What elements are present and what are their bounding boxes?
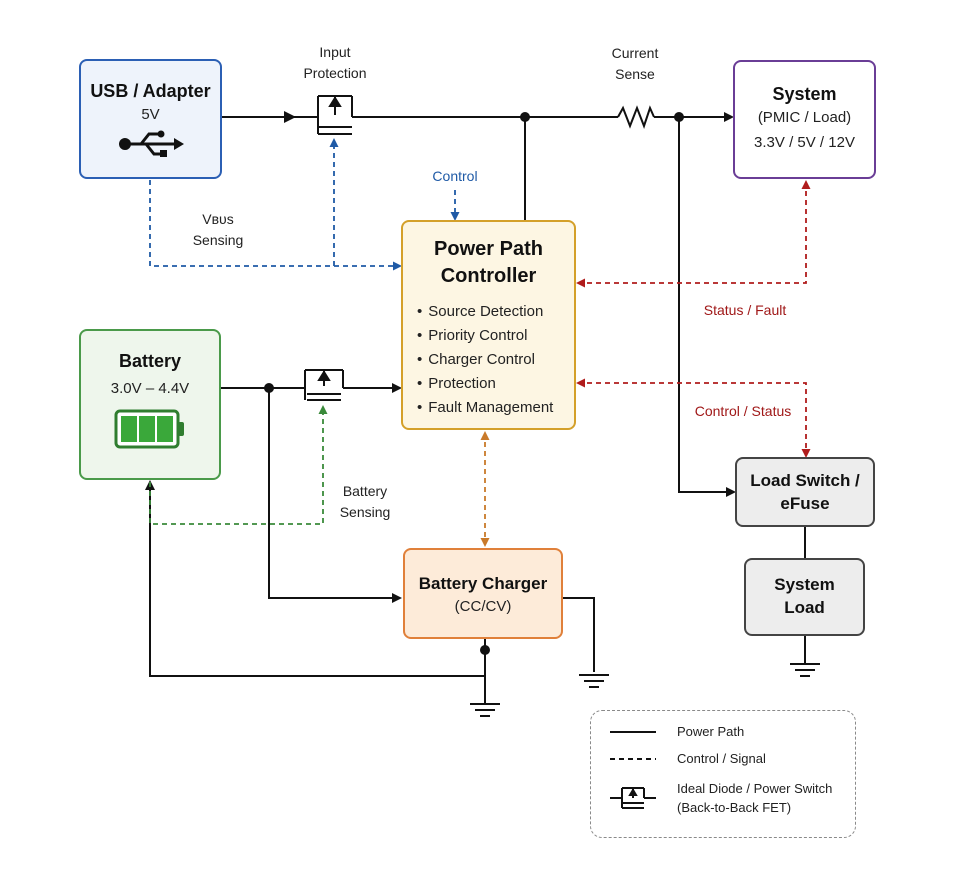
junction-node-battery: [264, 383, 274, 393]
junction-nodes: [264, 112, 684, 655]
legend-fet-icon: [610, 787, 656, 809]
legend-ideal-diode-label-line1: Ideal Diode / Power Switch: [677, 781, 833, 796]
feature-protection: Protection: [417, 372, 574, 396]
battery-icon: [114, 409, 184, 449]
wire-arrow-into-input-fet: [284, 111, 296, 123]
ground-symbol-charger: [470, 703, 500, 717]
battery-block: Battery 3.0V – 4.4V: [79, 329, 221, 480]
status-fault-label: Status / Fault: [703, 302, 787, 318]
battery-fet-icon: [304, 369, 344, 401]
battery-sensing-label-line2: Sensing: [339, 504, 391, 520]
usb-adapter-title: USB / Adapter: [90, 81, 211, 101]
system-title: System: [772, 84, 837, 104]
current-sense-label: Current Sense: [590, 43, 680, 85]
status-fault-line: [576, 180, 811, 288]
feature-charger-control: Charger Control: [417, 348, 574, 372]
vbus-sensing-label-line1: Vʙᴜs: [202, 211, 234, 227]
load-switch-efuse-block: Load Switch / eFuse: [735, 457, 875, 527]
wire-return-to-battery: [145, 480, 485, 677]
controller-feature-list: Source Detection Priority Control Charge…: [417, 300, 574, 420]
input-protection-label: Input Protection: [290, 42, 380, 84]
wire-charger-to-ground: [563, 597, 595, 672]
system-load-title-line2: Load: [784, 598, 825, 617]
vbus-sensing-line: [149, 180, 402, 271]
system-load-title-line1: System: [774, 575, 835, 594]
charger-title: Battery Charger: [418, 574, 548, 593]
feature-fault-management: Fault Management: [417, 396, 574, 420]
system-subtitle: (PMIC / Load): [757, 109, 852, 126]
control-status-label: Control / Status: [694, 403, 792, 419]
current-sense-label-line2: Sense: [615, 66, 655, 82]
legend-control-signal-label: Control / Signal: [677, 751, 766, 766]
ground-symbol-charger-right: [579, 674, 609, 688]
battery-title: Battery: [118, 351, 182, 371]
wire-node-to-charger: [268, 388, 402, 603]
ground-symbols: [470, 663, 820, 717]
input-protection-label-line1: Input: [319, 44, 351, 60]
legend-symbols: [610, 731, 656, 809]
battery-voltage: 3.0V – 4.4V: [110, 380, 190, 397]
current-sense-label-line1: Current: [611, 45, 659, 61]
input-protection-label-line2: Protection: [303, 65, 367, 81]
battery-charger-block: Battery Charger (CC/CV): [403, 548, 563, 639]
controller-title-line1: Power Path: [434, 238, 543, 260]
input-fet-icon: [300, 95, 353, 135]
control-status-line: [576, 378, 811, 458]
vbus-sensing-label: Vʙᴜs Sensing: [176, 209, 260, 251]
current-sense-resistor: [617, 105, 655, 129]
legend-power-path-label: Power Path: [677, 724, 745, 739]
legend: [590, 710, 856, 838]
power-path-controller-block: Power Path Controller Source Detection P…: [401, 220, 576, 430]
ground-symbol-system-load: [790, 663, 820, 677]
battery-sensing-label: Battery Sensing: [325, 481, 405, 523]
system-voltages: 3.3V / 5V / 12V: [754, 134, 855, 151]
usb-adapter-voltage: 5V: [141, 106, 160, 123]
load-switch-title-line2: eFuse: [780, 494, 830, 513]
junction-node-charger: [480, 645, 490, 655]
legend-ideal-diode-label-line2: (Back-to-Back FET): [677, 800, 792, 815]
junction-node-input: [520, 112, 530, 122]
charger-mode: (CC/CV): [454, 598, 512, 615]
usb-icon: [118, 130, 184, 157]
system-block: System (PMIC / Load) 3.3V / 5V / 12V: [733, 60, 876, 179]
system-load-block: System Load: [744, 558, 865, 636]
controller-title-line2: Controller: [440, 265, 537, 287]
signal-lines: [149, 138, 811, 547]
control-label: Control: [432, 168, 478, 184]
feature-priority-control: Priority Control: [417, 324, 574, 348]
battery-sensing-line: [149, 405, 328, 525]
battery-sensing-label-line1: Battery: [342, 483, 388, 499]
vbus-sensing-label-line2: Sensing: [192, 232, 244, 248]
usb-adapter-block: USB / Adapter 5V: [79, 59, 222, 179]
junction-node-sense: [674, 112, 684, 122]
load-switch-title-line1: Load Switch /: [750, 471, 860, 490]
feature-source-detection: Source Detection: [417, 300, 574, 324]
